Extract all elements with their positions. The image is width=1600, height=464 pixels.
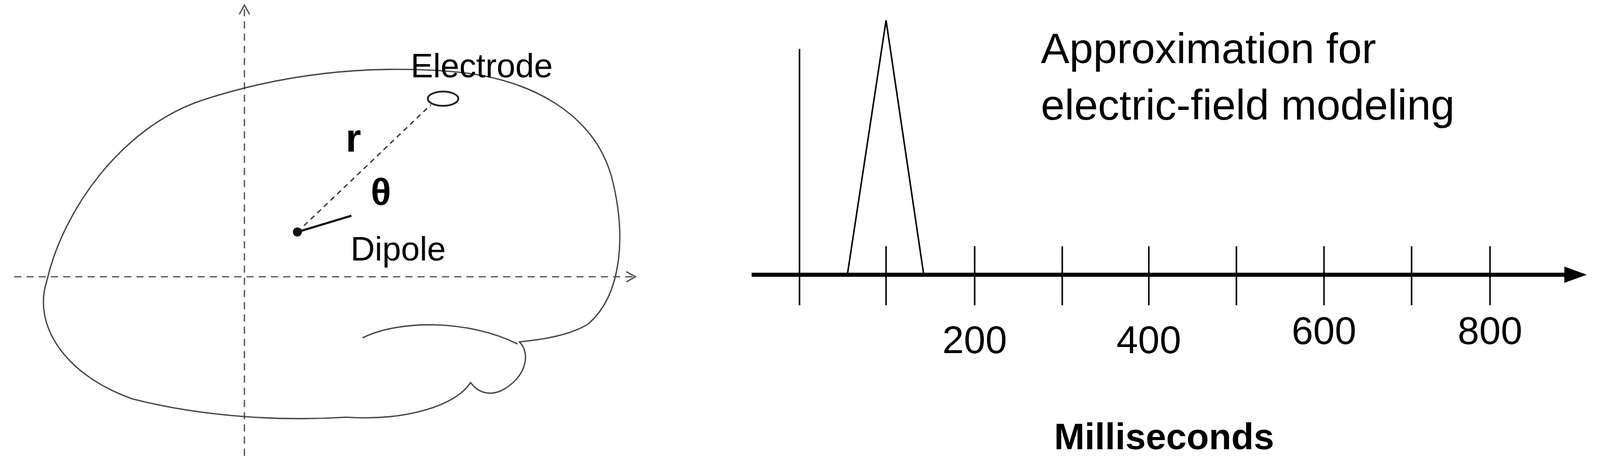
horizontal-axis	[14, 276, 634, 279]
axis-arrowhead	[1564, 266, 1587, 284]
cerebellum-fold	[362, 324, 518, 345]
electrode-label: Electrode	[410, 46, 554, 86]
dipole-label: Dipole	[350, 230, 446, 269]
angle-symbol: θ	[370, 170, 392, 214]
coordinate-axes	[14, 5, 636, 457]
tick-label: 800	[1457, 308, 1523, 353]
axis-arrowhead	[626, 271, 636, 283]
time-axis	[751, 20, 1587, 306]
distance-line	[297, 104, 431, 233]
brain-outline	[43, 69, 620, 420]
axis-title: Milliseconds	[1054, 416, 1275, 459]
tick-label: 400	[1116, 317, 1182, 363]
dipole-line	[297, 215, 352, 233]
tick-label: 200	[942, 317, 1008, 363]
annotation-note: Approximation for electric-field modelin…	[1040, 20, 1489, 134]
distance-symbol: r	[345, 115, 362, 162]
zero-line	[798, 48, 801, 306]
axis-line	[751, 272, 1569, 278]
dipole-dot	[292, 227, 302, 237]
axis-arrowhead	[239, 5, 250, 15]
electrode-symbol	[427, 91, 459, 106]
tick-label: 600	[1291, 308, 1357, 353]
vertical-axis	[243, 8, 246, 457]
tick-marks	[886, 246, 1491, 306]
peak-triangle	[847, 20, 924, 275]
